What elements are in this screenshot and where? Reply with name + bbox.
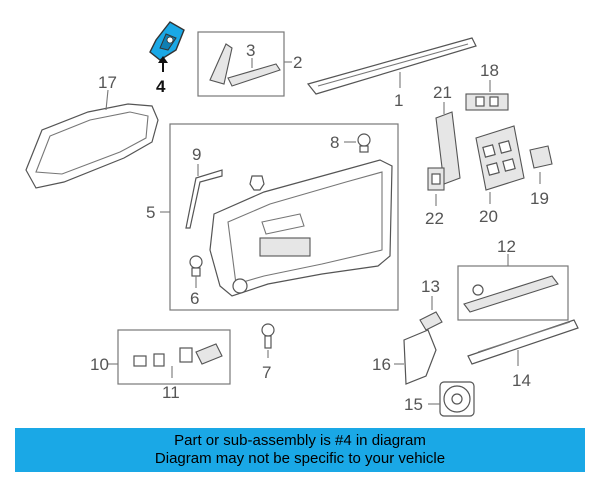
part-21-switch-bracket [435,111,461,185]
callout-16: 16 [372,355,391,374]
part-4-mirror-trim[interactable] [149,21,185,61]
part-19-cover [529,145,553,169]
banner-line-2: Diagram may not be specific to your vehi… [154,450,446,467]
callout-2: 2 [293,53,302,72]
callout-7: 7 [262,363,271,382]
callout-1: 1 [394,91,403,110]
callout-22: 22 [425,209,444,228]
part-1-belt-molding [306,37,477,95]
part-7-screw [261,323,275,349]
part-14-sill-molding [467,319,579,365]
box-door-panel [169,123,399,311]
callout-20: 20 [479,207,498,226]
callout-8: 8 [330,133,339,152]
clip-upper [249,175,265,191]
callout-10: 10 [90,355,109,374]
banner-line-1: Part or sub-assembly is #4 in diagram [174,432,426,449]
callout-3: 3 [246,41,255,60]
callout-9: 9 [192,145,201,164]
part-13-trim-piece [419,311,443,331]
part-3-trim-strip [227,63,281,87]
callout-5: 5 [146,203,155,222]
box-part-12 [457,265,569,321]
part-17-door-trim-panel [25,103,159,189]
leader-17 [105,89,109,111]
part-15-speaker [439,381,475,417]
part-6-fastener [189,255,203,277]
part-2-corner-trim [209,43,233,85]
part-22-small-switch [427,167,445,191]
callout-11: 11 [162,383,180,402]
box-parts-2-3 [197,31,285,97]
callout-14: 14 [512,371,531,390]
part-12-molding [463,275,559,313]
callout-17: 17 [98,73,117,92]
callout-15: 15 [404,395,423,414]
part-20-master-switch [475,125,525,191]
part-5-door-panel [209,159,393,297]
callout-19: 19 [530,189,549,208]
part-9-rod [185,169,223,229]
callout-13: 13 [421,277,440,296]
part-11-lamp [179,343,223,365]
part-8-clip [357,133,371,153]
callout-21: 21 [433,83,452,102]
callout-4: 4 [156,77,166,96]
callout-18: 18 [480,61,499,80]
part-16-cover [403,329,437,385]
callout-6: 6 [190,289,199,308]
arrow-4 [158,56,168,63]
part-18-window-switch [465,93,509,111]
part-10-bulb [133,353,165,367]
parts-diagram: 4 3 2 1 17 5 9 [25,21,579,417]
info-banner: Part or sub-assembly is #4 in diagram Di… [15,428,585,472]
box-parts-10-11 [117,329,231,385]
callout-12: 12 [497,237,516,256]
